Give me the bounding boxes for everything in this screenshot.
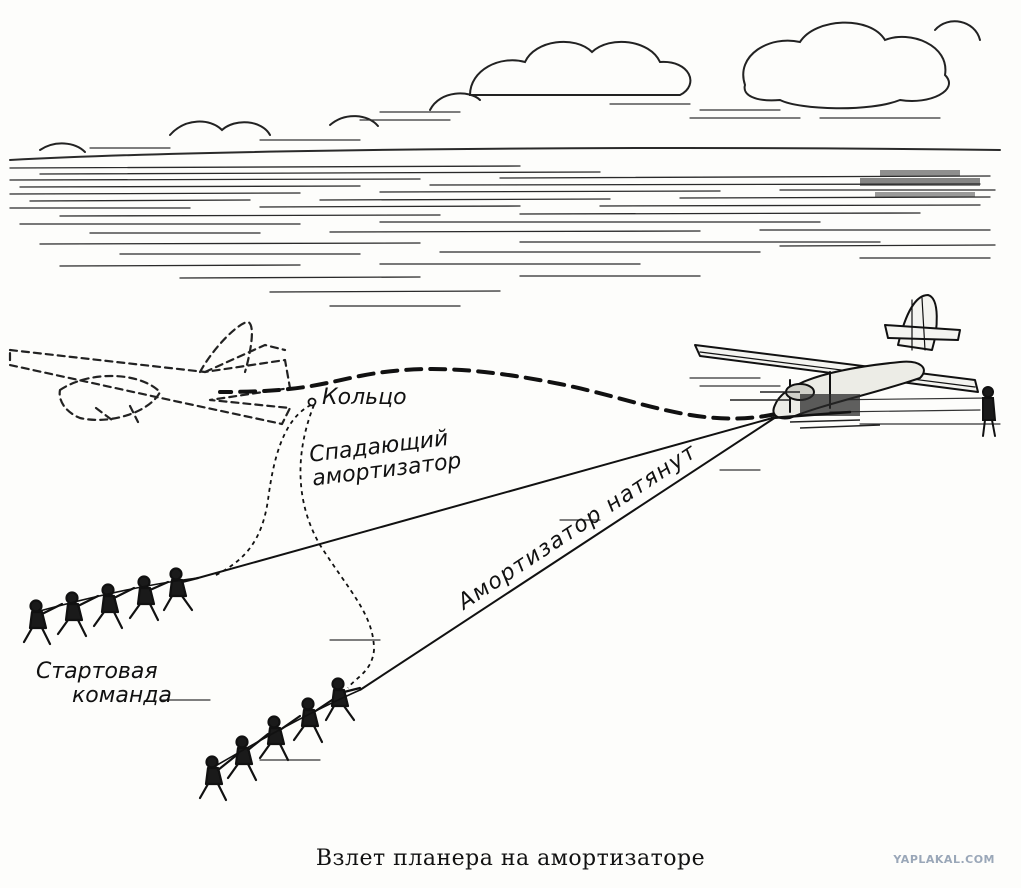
- crew-lower: [198, 677, 362, 802]
- tensioned-cord-lower: [359, 416, 777, 691]
- falling-cord-upper: [213, 404, 312, 577]
- crew-upper: [22, 567, 200, 646]
- tensioned-cord-upper: [197, 416, 777, 579]
- figure-caption: Взлет планера на амортизаторе: [315, 846, 706, 871]
- label-launch-crew: Стартовая команда: [36, 660, 172, 708]
- glider-ground-shadow: [730, 391, 881, 429]
- label-tensioned-cord: Амортизатор натянут: [452, 439, 702, 616]
- label-launch-crew-line1: Стартовая: [36, 659, 158, 684]
- ring: [307, 397, 317, 407]
- landscape-hatching: [9, 147, 1001, 307]
- label-ring: Кольцо: [322, 385, 407, 410]
- distant-trees: [860, 170, 980, 197]
- tow-cable-dashed: [218, 367, 778, 421]
- label-launch-crew-line2: команда: [72, 683, 172, 708]
- glider: [694, 294, 979, 420]
- glider-outline-dashed: [8, 320, 292, 426]
- ground-scribbles: [159, 377, 1001, 761]
- clouds: [39, 20, 981, 153]
- standing-man: [982, 386, 997, 437]
- falling-cord-lower: [299, 404, 375, 689]
- sky-hatching: [89, 103, 941, 149]
- watermark: YAPLAKAL.COM: [893, 853, 995, 866]
